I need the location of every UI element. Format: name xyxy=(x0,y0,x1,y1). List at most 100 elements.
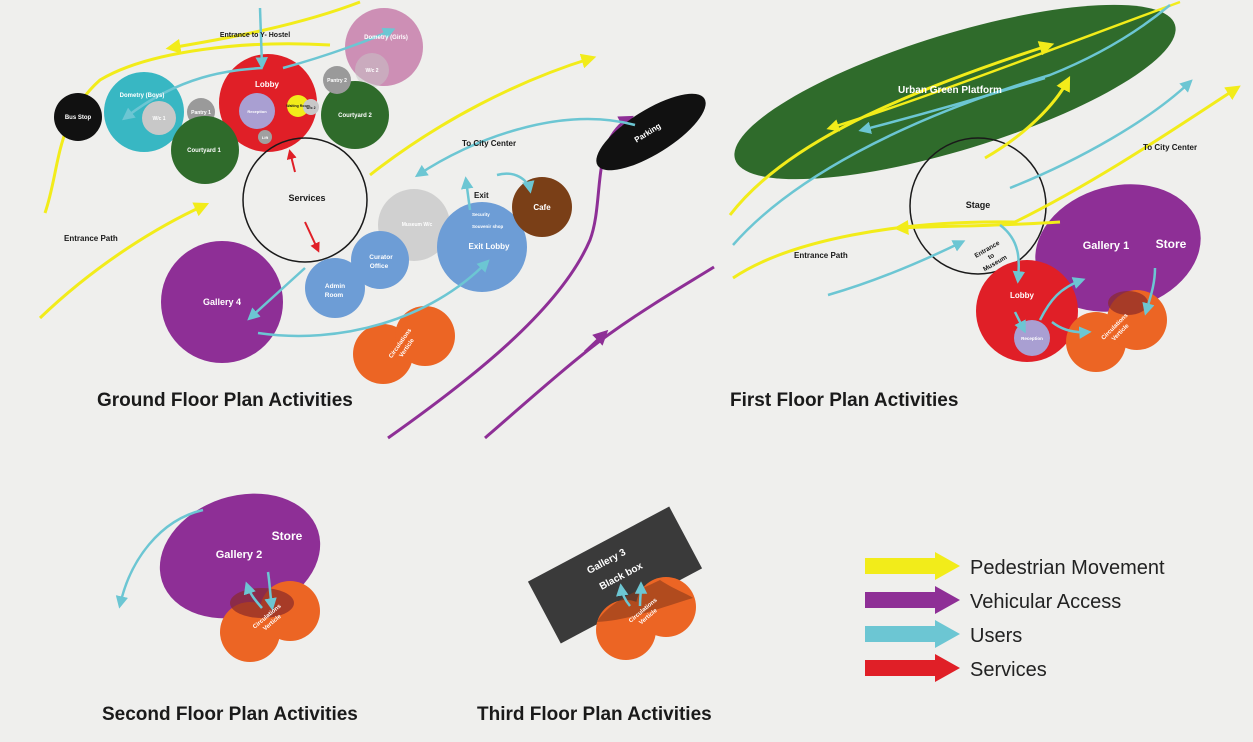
exit-label: Exit xyxy=(474,191,489,200)
legend-item-services: Services xyxy=(865,654,1047,682)
pedestrian-path xyxy=(369,53,597,177)
legend-arrow-services xyxy=(865,654,960,682)
legend-arrow-vehicular xyxy=(865,586,960,614)
admin-label-2: Room xyxy=(325,292,344,299)
user-path xyxy=(1013,311,1026,334)
museum-wc-label: Museum W/c xyxy=(402,222,433,228)
pantry2-zone xyxy=(323,66,351,94)
courtyard2-zone xyxy=(321,81,389,149)
security-label: Security xyxy=(472,212,490,217)
store-label-2: Store xyxy=(272,529,303,543)
overlap-1 xyxy=(1108,291,1148,315)
pedestrian-path xyxy=(893,220,1061,235)
cafe-label: Cafe xyxy=(533,203,551,212)
legend-arrow-users xyxy=(865,620,960,648)
exit-lobby-label: Exit Lobby xyxy=(469,242,510,251)
service-arrow xyxy=(286,149,297,173)
wc2-label: W/c 2 xyxy=(365,68,378,74)
legend-label-users: Users xyxy=(970,625,1022,647)
first-floor-plan: Urban Green Platform To City Center Stag… xyxy=(728,0,1241,411)
entrance-path-label-1: Entrance Path xyxy=(794,251,848,260)
user-path xyxy=(1009,79,1193,190)
store-label-1: Store xyxy=(1156,237,1187,251)
second-floor-title: Second Floor Plan Activities xyxy=(102,704,358,725)
gallery3-zone xyxy=(527,506,703,644)
urban-green-label: Urban Green Platform xyxy=(898,85,1002,96)
bus-stop-label: Bus Stop xyxy=(65,115,92,121)
user-path xyxy=(414,117,636,178)
courtyard1-zone xyxy=(171,116,239,184)
legend-label-vehicular: Vehicular Access xyxy=(970,591,1121,613)
stage-label: Stage xyxy=(966,200,991,210)
vehicular-arrow xyxy=(583,329,609,354)
curator-office-zone xyxy=(351,231,409,289)
overlap-2 xyxy=(230,588,294,618)
third-floor-title: Third Floor Plan Activities xyxy=(477,704,712,725)
user-path xyxy=(115,508,204,609)
urban-green-zone xyxy=(734,4,1176,180)
admin-label-1: Admin xyxy=(325,283,345,290)
user-path xyxy=(1038,277,1086,321)
user-path xyxy=(1142,267,1157,316)
reception-zone xyxy=(239,93,275,129)
parking-zone xyxy=(596,93,706,171)
third-floor-plan: Gallery 3 Black box Circulations Verticl… xyxy=(477,506,712,725)
wc2-zone xyxy=(355,53,389,87)
pedestrian-path xyxy=(165,0,361,54)
pedestrian-path xyxy=(38,202,210,320)
gallery4-zone xyxy=(161,241,283,363)
user-path xyxy=(255,7,268,70)
gallery2-label: Gallery 2 xyxy=(216,549,262,561)
second-floor-plan: Store Gallery 2 Circulations Verticle Se… xyxy=(102,493,358,725)
pantry2-label: Pantry 2 xyxy=(327,78,347,84)
gallery4-label: Gallery 4 xyxy=(203,297,241,307)
user-path xyxy=(496,172,535,194)
souvenir-label: Souvenir shop xyxy=(472,224,504,229)
curator-label-2: Office xyxy=(370,263,389,270)
legend: Pedestrian Movement Vehicular Access Use… xyxy=(865,552,1165,682)
entrance-hostel-label: Entrance to Y- Hostel xyxy=(220,32,290,39)
service-arrow xyxy=(304,221,320,253)
user-path xyxy=(243,581,263,609)
courtyard2-label: Courtyard 2 xyxy=(338,113,372,119)
waiting-zone xyxy=(287,95,309,117)
services-zone xyxy=(242,137,368,263)
wc-small-zone xyxy=(303,99,319,115)
pedestrian-path xyxy=(826,0,1181,132)
reception-label-1: Reception xyxy=(1021,336,1043,341)
user-path xyxy=(264,571,277,611)
curator-label-1: Curator xyxy=(369,254,393,261)
wc1-label: W/c 1 xyxy=(152,116,165,122)
user-path xyxy=(282,27,396,70)
entrance-path-label: Entrance Path xyxy=(64,234,118,243)
legend-label-pedestrian: Pedestrian Movement xyxy=(970,557,1165,579)
pedestrian-path xyxy=(984,76,1071,160)
lobby-zone-1 xyxy=(976,260,1078,362)
waiting-label: Waiting Room xyxy=(286,104,309,108)
user-path xyxy=(634,581,648,607)
pedestrian-path xyxy=(732,85,1241,280)
entrance-museum-2: to xyxy=(987,252,996,261)
wc1-zone xyxy=(142,101,176,135)
legend-item-vehicular: Vehicular Access xyxy=(865,586,1121,614)
lobby-label: Lobby xyxy=(255,80,280,89)
user-path xyxy=(1051,321,1092,339)
user-path xyxy=(257,259,490,338)
admin-room-zone xyxy=(305,258,365,318)
user-path xyxy=(827,240,966,297)
circ-b xyxy=(395,306,455,366)
lobby-label-1: Lobby xyxy=(1010,291,1035,300)
user-path xyxy=(122,66,263,121)
reception-label: Reception xyxy=(247,109,267,114)
legend-item-users: Users xyxy=(865,620,1022,648)
ground-floor-title: Ground Floor Plan Activities xyxy=(97,390,353,411)
pedestrian-path xyxy=(728,41,1055,216)
pedestrian-path xyxy=(43,42,331,214)
user-path xyxy=(460,176,474,211)
overlap-3 xyxy=(597,580,693,622)
lift-zone xyxy=(258,130,272,144)
legend-arrow-pedestrian xyxy=(865,552,960,580)
pantry1-label: Pantry 1 xyxy=(191,110,211,116)
